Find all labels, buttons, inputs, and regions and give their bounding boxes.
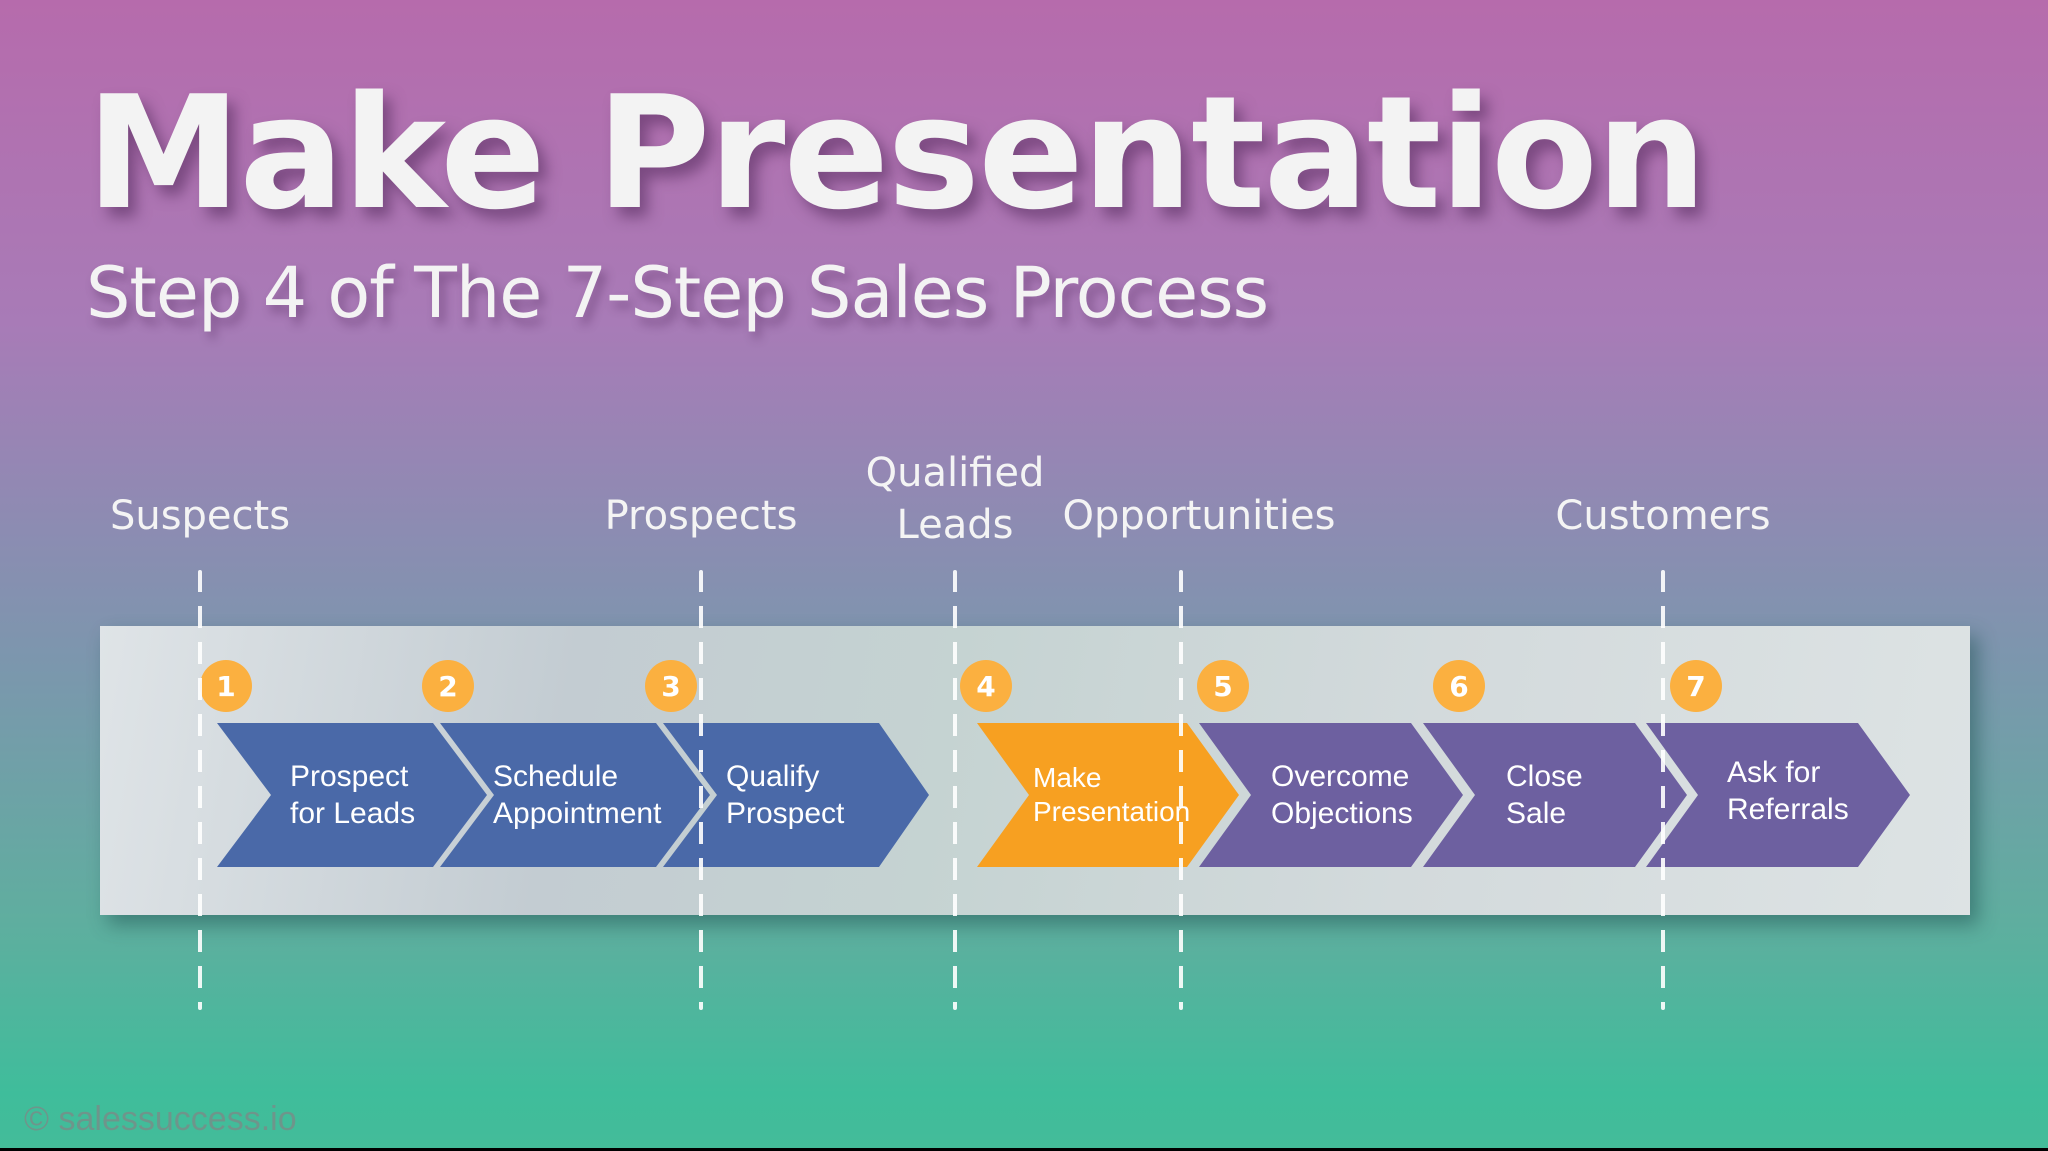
- step-badge-3: 3: [645, 660, 697, 712]
- stage-divider-customers: [1661, 570, 1665, 1010]
- chevron-arrow-shape: [1199, 723, 1463, 867]
- step-chevron-1[interactable]: Prospect for Leads: [217, 723, 489, 867]
- step-chevron-2[interactable]: Schedule Appointment: [440, 723, 712, 867]
- chevron-arrow-shape: [440, 723, 710, 867]
- step-label-1: Prospect for Leads: [290, 760, 416, 830]
- stage-label-qualified-leads: Qualified Leads: [865, 450, 1045, 548]
- step-badge-7: 7: [1670, 660, 1722, 712]
- slide-subtitle: Step 4 of The 7-Step Sales Process: [86, 252, 1269, 334]
- stage-label-prospects: Prospects: [604, 493, 798, 539]
- step-chevron-5[interactable]: Overcome Objections: [1199, 723, 1465, 867]
- chevron-arrow-shape: [663, 723, 929, 867]
- step-chevron-6[interactable]: Close Sale: [1423, 723, 1689, 867]
- bottom-edge: [0, 1148, 2048, 1151]
- step-badge-5: 5: [1197, 660, 1249, 712]
- chevron-arrow-shape: [1646, 723, 1910, 867]
- stage-divider-opportunities: [1179, 570, 1183, 1010]
- step-chevron-7[interactable]: Ask for Referrals: [1646, 723, 1912, 867]
- step-badge-2: 2: [422, 660, 474, 712]
- stage-divider-prospects: [699, 570, 703, 1010]
- chevron-arrow-shape: [217, 723, 487, 867]
- stage-label-opportunities: Opportunities: [1062, 493, 1336, 539]
- step-label-7: Ask for Referrals: [1727, 756, 1849, 826]
- chevron-arrow-shape: [1423, 723, 1687, 867]
- step-chevron-4-current[interactable]: Make Presentation: [977, 723, 1241, 867]
- step-badge-6: 6: [1433, 660, 1485, 712]
- step-chevron-3[interactable]: Qualify Prospect: [663, 723, 931, 867]
- step-label-6: Close Sale: [1506, 760, 1583, 830]
- slide-title: Make Presentation: [86, 62, 1707, 244]
- copyright-text: © salessuccess.io: [24, 1100, 297, 1138]
- step-label-4: Make Presentation: [1033, 762, 1191, 827]
- step-badge-1: 1: [200, 660, 252, 712]
- stage-label-suspects: Suspects: [109, 493, 291, 539]
- step-label-5: Overcome Objections: [1271, 760, 1413, 830]
- step-label-2: Schedule Appointment: [493, 760, 662, 830]
- chevron-arrow-shape: [977, 723, 1239, 867]
- step-badge-4: 4: [960, 660, 1012, 712]
- stage-divider-suspects: [198, 570, 202, 1010]
- stage-divider-qualified-leads: [953, 570, 957, 1010]
- stage-label-customers: Customers: [1555, 493, 1771, 539]
- step-label-3: Qualify Prospect: [726, 760, 845, 830]
